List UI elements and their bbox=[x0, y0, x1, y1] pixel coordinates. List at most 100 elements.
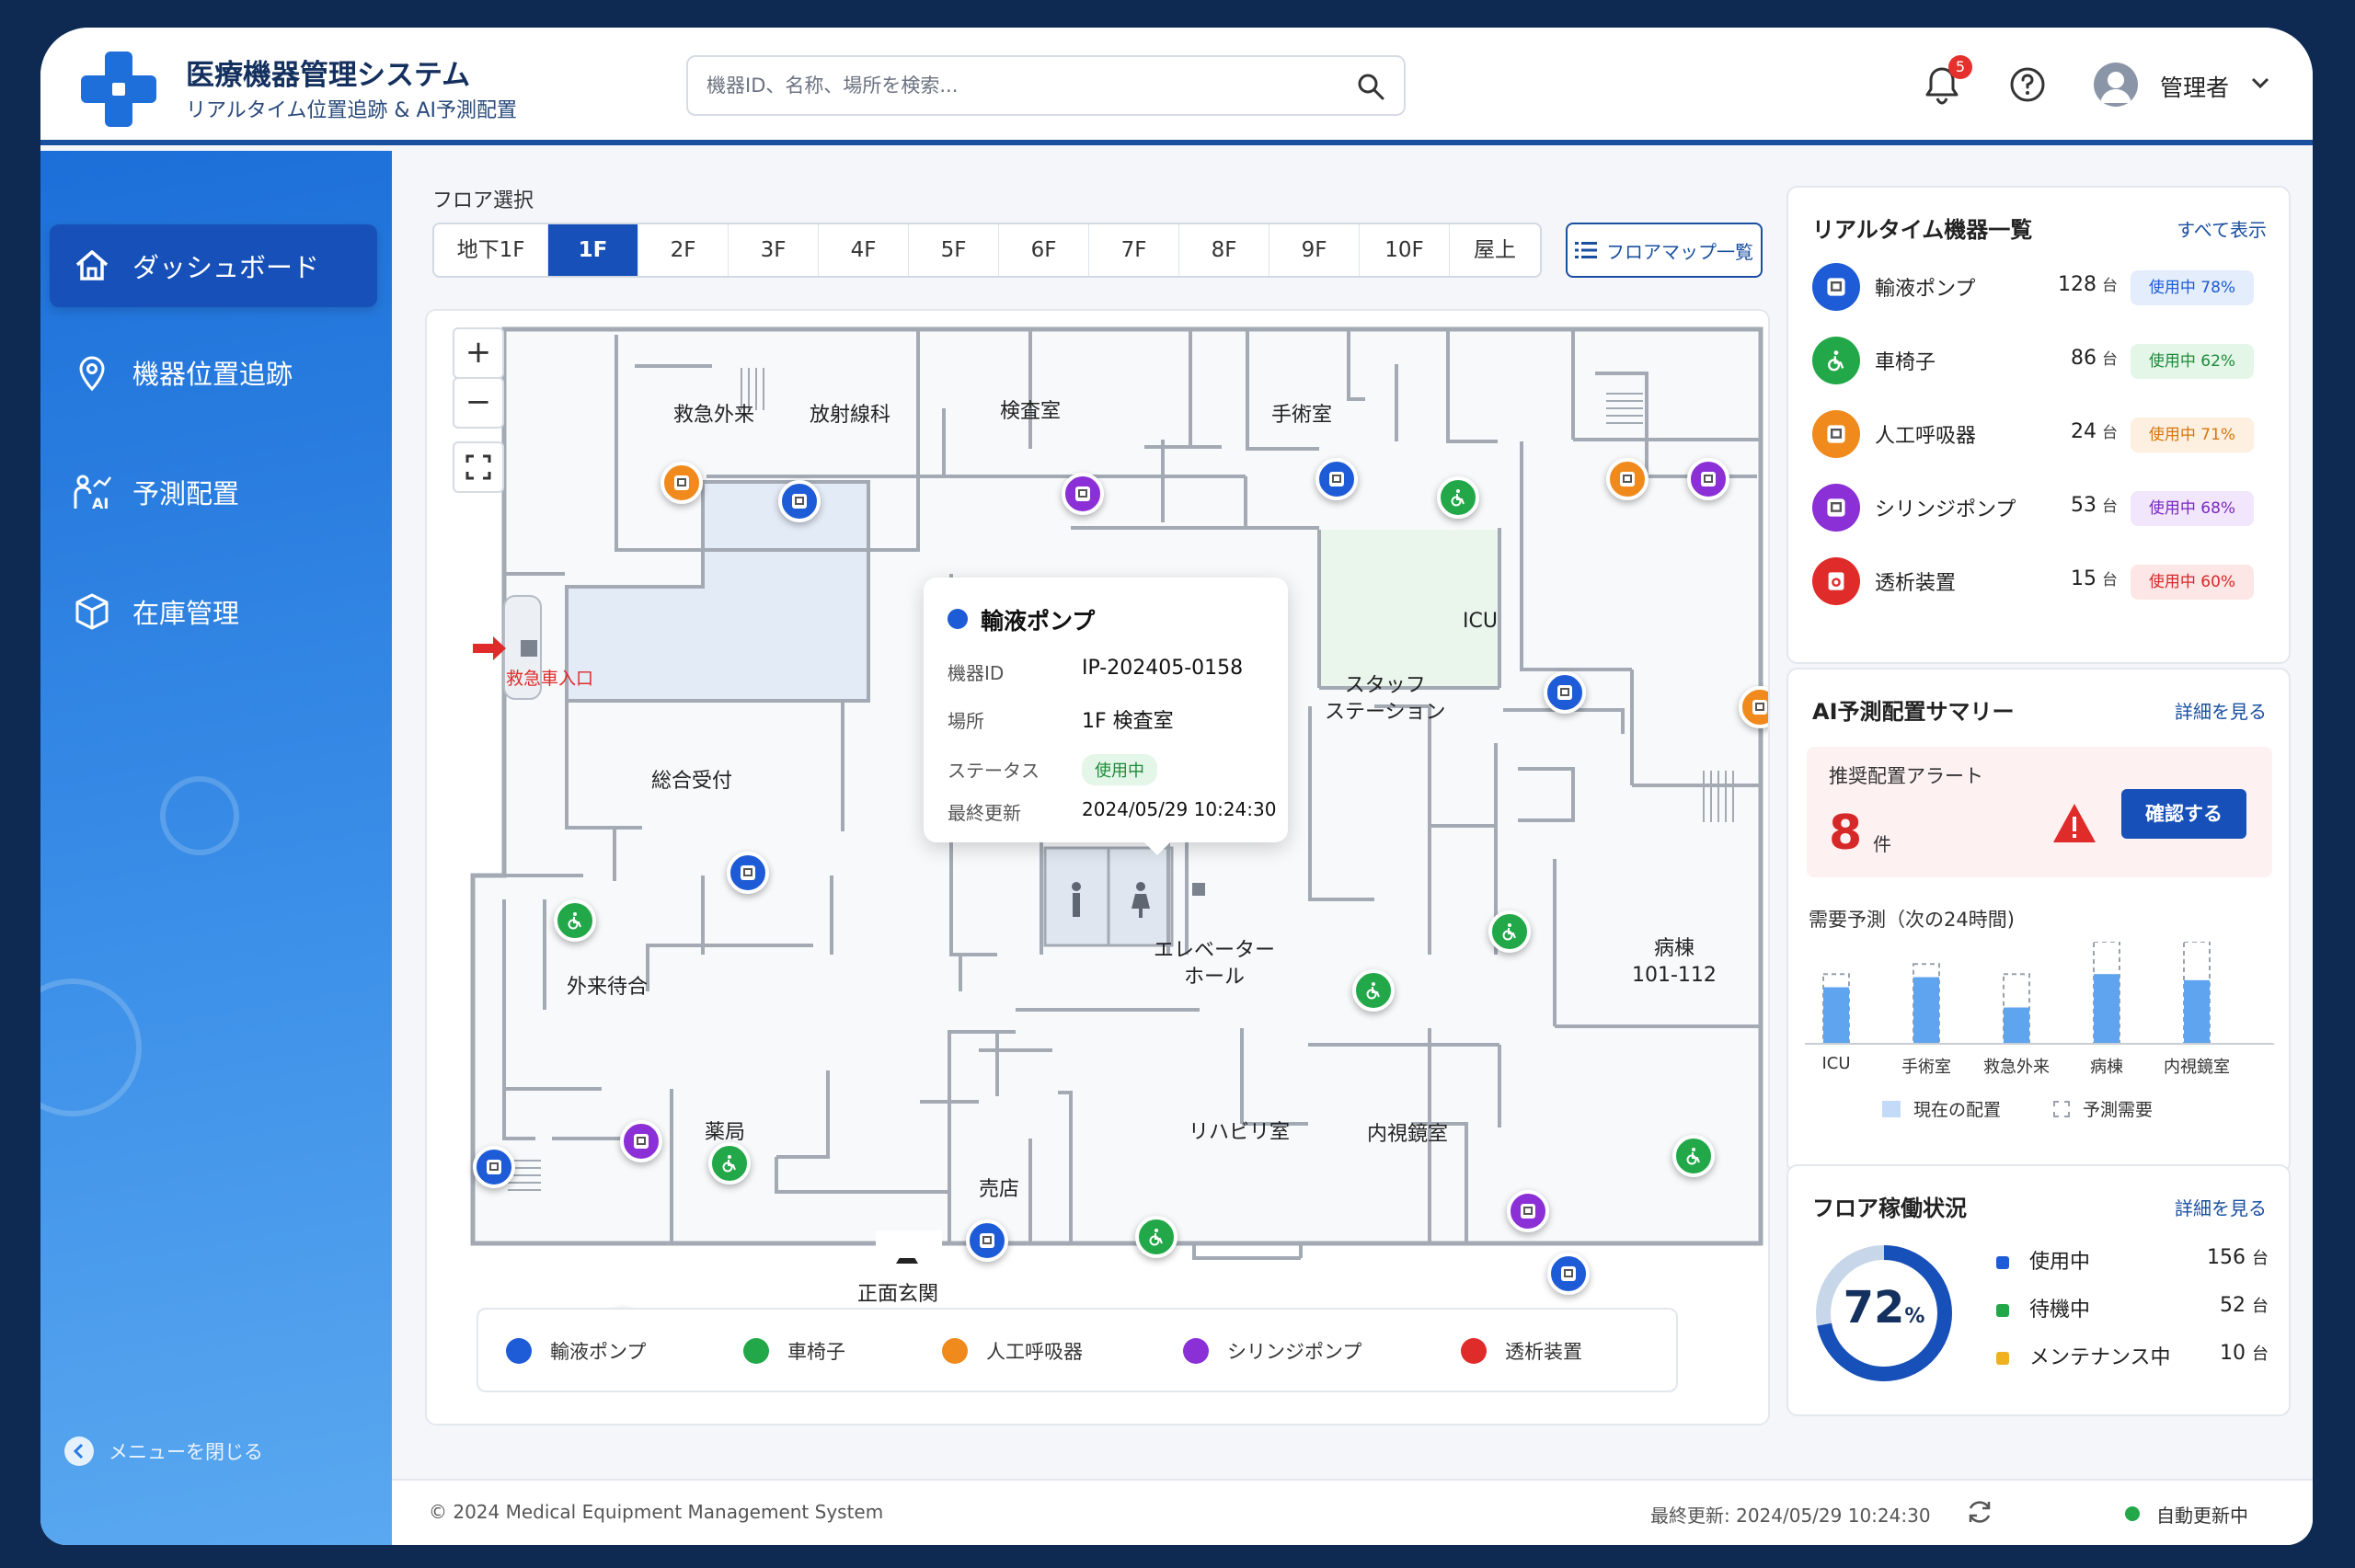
equipment-marker[interactable] bbox=[620, 1120, 662, 1162]
sidebar-item-dashboard[interactable]: ダッシュボード bbox=[50, 224, 377, 307]
equipment-marker[interactable] bbox=[1488, 910, 1531, 953]
show-all-link[interactable]: すべて表示 bbox=[2177, 219, 2267, 241]
equipment-marker[interactable] bbox=[1315, 458, 1358, 500]
search-input[interactable] bbox=[706, 57, 1332, 114]
tab-floor[interactable]: 3F bbox=[729, 224, 819, 276]
equipment-marker[interactable] bbox=[708, 1142, 751, 1185]
tab-floor[interactable]: 1F bbox=[548, 224, 638, 276]
legend-item: 車椅子 bbox=[743, 1337, 845, 1365]
tab-floor[interactable]: 4F bbox=[819, 224, 909, 276]
room-label: 総合受付 bbox=[651, 770, 733, 793]
search-icon[interactable] bbox=[1356, 72, 1385, 101]
tab-floor[interactable]: 5F bbox=[909, 224, 999, 276]
status-label: 使用中 bbox=[2029, 1251, 2091, 1274]
room-label: 救急車入口 bbox=[506, 669, 594, 689]
equipment-marker[interactable] bbox=[473, 1146, 515, 1188]
equipment-marker[interactable] bbox=[1352, 969, 1395, 1012]
help-icon[interactable] bbox=[2009, 66, 2046, 103]
status-value: 156 台 bbox=[2207, 1246, 2269, 1269]
utilization-gauge bbox=[1816, 1245, 1952, 1381]
tab-floor[interactable]: 6F bbox=[999, 224, 1089, 276]
tick-label: ICU bbox=[1821, 1054, 1851, 1073]
room-label: 放射線科 bbox=[810, 404, 891, 427]
device-icon bbox=[487, 1160, 501, 1174]
user-name[interactable]: 管理者 bbox=[2160, 74, 2230, 101]
equipment-marker[interactable] bbox=[1739, 686, 1768, 728]
equipment-marker[interactable] bbox=[778, 480, 821, 522]
floor-select-label: フロア選択 bbox=[432, 189, 534, 212]
popup-title: 輸液ポンプ bbox=[981, 608, 1096, 635]
equipment-marker[interactable] bbox=[1544, 671, 1586, 714]
details-link[interactable]: 詳細を見る bbox=[2175, 1197, 2267, 1219]
legend-label: 車椅子 bbox=[787, 1341, 845, 1363]
details-link[interactable]: 詳細を見る bbox=[2175, 701, 2267, 723]
room-label: スタッフ ステーション bbox=[1325, 674, 1446, 724]
equipment-icon bbox=[1812, 484, 1860, 532]
footer: © 2024 Medical Equipment Management Syst… bbox=[392, 1479, 2313, 1545]
popup-label: 最終更新 bbox=[948, 802, 1021, 824]
sidebar-item-inventory[interactable]: 在庫管理 bbox=[50, 570, 377, 653]
tab-floor[interactable]: 7F bbox=[1089, 224, 1179, 276]
wheelchair-icon bbox=[568, 912, 581, 930]
sidebar-item-location-tracking[interactable]: 機器位置追跡 bbox=[50, 331, 377, 414]
zoom-in-button[interactable]: + bbox=[453, 327, 504, 379]
room-label: 売店 bbox=[979, 1178, 1020, 1201]
wheelchair-icon bbox=[1366, 982, 1380, 1000]
equipment-marker[interactable] bbox=[966, 1219, 1008, 1262]
tab-floor[interactable]: 8F bbox=[1179, 224, 1269, 276]
tab-floor[interactable]: 2F bbox=[638, 224, 729, 276]
equipment-marker[interactable] bbox=[1687, 458, 1729, 500]
tab-floor[interactable]: 地下1F bbox=[434, 224, 548, 276]
status-value: 52 台 bbox=[2220, 1294, 2269, 1317]
legend-swatch bbox=[506, 1338, 532, 1364]
wheelchair-icon bbox=[1451, 489, 1465, 507]
equipment-marker[interactable] bbox=[1547, 1253, 1590, 1295]
equipment-marker[interactable] bbox=[727, 852, 769, 894]
equipment-marker[interactable] bbox=[1606, 458, 1648, 500]
equipment-marker[interactable] bbox=[1437, 476, 1479, 519]
avatar[interactable] bbox=[2094, 63, 2138, 107]
room-label: 手術室 bbox=[1271, 404, 1333, 427]
chevron-down-icon[interactable] bbox=[2250, 75, 2270, 90]
equipment-icon bbox=[1812, 337, 1860, 384]
equipment-marker[interactable] bbox=[1135, 1216, 1178, 1258]
chevron-left-icon bbox=[64, 1436, 94, 1466]
sidebar-item-label: ダッシュボード bbox=[132, 252, 320, 283]
equipment-marker[interactable] bbox=[661, 462, 703, 504]
sidebar-item-label: 在庫管理 bbox=[132, 598, 240, 629]
floormap-list-button[interactable]: フロアマップ一覧 bbox=[1566, 223, 1763, 278]
zoom-out-button[interactable]: − bbox=[453, 377, 504, 429]
fullscreen-button[interactable] bbox=[453, 441, 504, 493]
equipment-marker[interactable] bbox=[1507, 1190, 1549, 1232]
tick-label: 病棟 bbox=[2090, 1058, 2123, 1077]
equipment-marker[interactable] bbox=[1672, 1135, 1715, 1177]
tab-floor[interactable]: 9F bbox=[1269, 224, 1360, 276]
equipment-name: 透析装置 bbox=[1875, 572, 1957, 595]
tab-floor[interactable]: 10F bbox=[1360, 224, 1450, 276]
device-icon bbox=[1521, 1204, 1535, 1219]
device-icon bbox=[1557, 685, 1572, 700]
refresh-icon[interactable] bbox=[1965, 1497, 1994, 1527]
collapse-menu-button[interactable]: メニューを閉じる bbox=[64, 1436, 263, 1466]
demand-forecast-title: 需要予測（次の24時間) bbox=[1809, 909, 2015, 931]
status-label: 待機中 bbox=[2029, 1299, 2091, 1322]
tab-floor[interactable]: 屋上 bbox=[1474, 238, 1516, 262]
equipment-marker[interactable] bbox=[554, 899, 596, 942]
sidebar-item-prediction[interactable]: AI 予測配置 bbox=[50, 451, 377, 533]
popup-label: ステータス bbox=[948, 760, 1040, 782]
sidebar-item-label: 機器位置追跡 bbox=[132, 359, 293, 390]
confirm-button[interactable]: 確認する bbox=[2121, 789, 2246, 839]
room-label: 正面玄関 bbox=[857, 1283, 939, 1306]
legend-item: 現在の配置 bbox=[1882, 1096, 2001, 1121]
equipment-marker[interactable] bbox=[1062, 473, 1104, 515]
popup-value: IP-202405-0158 bbox=[1082, 657, 1244, 680]
equipment-icon bbox=[1812, 557, 1860, 605]
room-label: 外来待合 bbox=[567, 976, 649, 999]
